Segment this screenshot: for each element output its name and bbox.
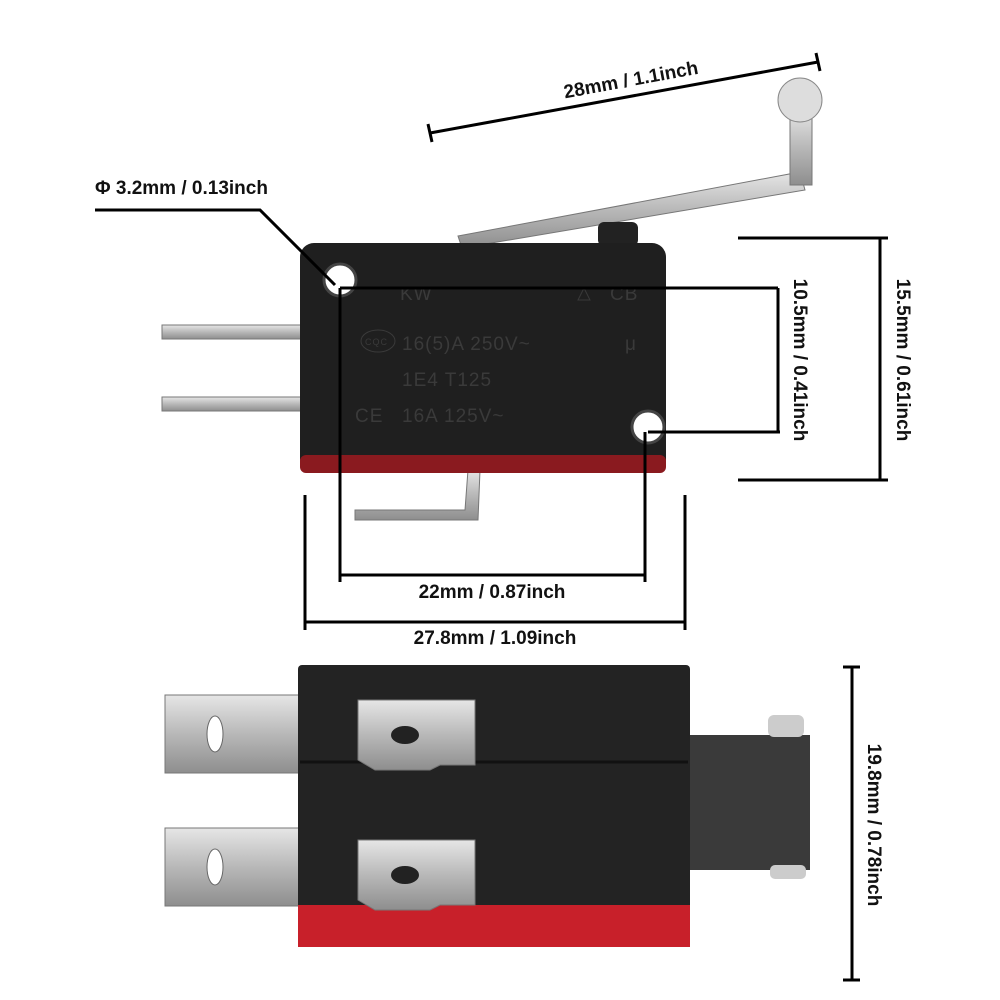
body-thickness-label: 19.8mm / 0.78inch — [863, 744, 884, 907]
hole-diameter-label: Φ 3.2mm / 0.13inch — [95, 178, 268, 199]
cqc-logo — [360, 329, 396, 353]
hole-vertical-spacing-label: 10.5mm / 0.41inch — [789, 279, 810, 442]
rating-mark: μ — [625, 334, 637, 355]
rating-line-1: 16(5)A 250V~ — [402, 334, 531, 355]
ce-marking: CE — [355, 406, 383, 427]
switch-body-top-view: KW CB CQC 16(5)A 250V~ μ 1E4 T125 CE 16A… — [300, 243, 666, 473]
switch-body-side-view — [164, 665, 810, 947]
body-length-label: 27.8mm / 1.09inch — [414, 628, 577, 649]
rating-line-2: 1E4 T125 — [402, 370, 492, 391]
mounting-hole — [630, 409, 666, 445]
hole-horizontal-spacing-label: 22mm / 0.87inch — [419, 582, 566, 603]
rating-line-3: 16A 125V~ — [402, 406, 505, 427]
body-height-label: 15.5mm / 0.61inch — [892, 279, 913, 442]
warning-triangle-icon — [577, 286, 591, 301]
dimension-lines — [95, 52, 888, 982]
cqc-marking: CQC — [365, 337, 388, 347]
roller-icon — [777, 77, 823, 123]
lever-arm — [457, 77, 823, 249]
